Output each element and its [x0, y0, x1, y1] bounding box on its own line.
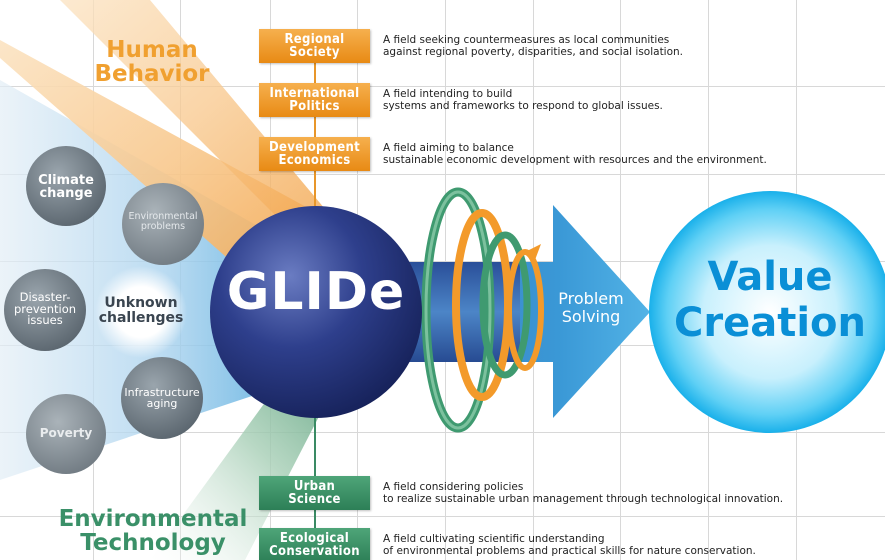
spiral-rings [421, 187, 544, 433]
environmental-technology-label: Environmental Technology [58, 506, 248, 557]
infrastructure-aging-circle [121, 357, 203, 439]
glide-label: GLIDe [226, 262, 406, 322]
ecological-conservation-description: A field cultivating scientific understan… [383, 533, 756, 557]
value-creation-sphere [649, 191, 885, 433]
glide-sphere [210, 206, 422, 418]
poverty-label: Poverty [39, 426, 93, 440]
environmental-technology-beam [150, 375, 330, 560]
disaster-prevention-circle [4, 269, 86, 351]
climate-change-circle [26, 146, 106, 226]
problem-solving-arrow [420, 205, 650, 418]
unknown-challenges-circle [95, 266, 187, 358]
poverty-circle [26, 394, 106, 474]
environmental-problems-circle [122, 183, 204, 265]
regional-society-description: A field seeking countermeasures as local… [383, 34, 684, 58]
human-behavior-label: Human Behavior [94, 37, 210, 88]
